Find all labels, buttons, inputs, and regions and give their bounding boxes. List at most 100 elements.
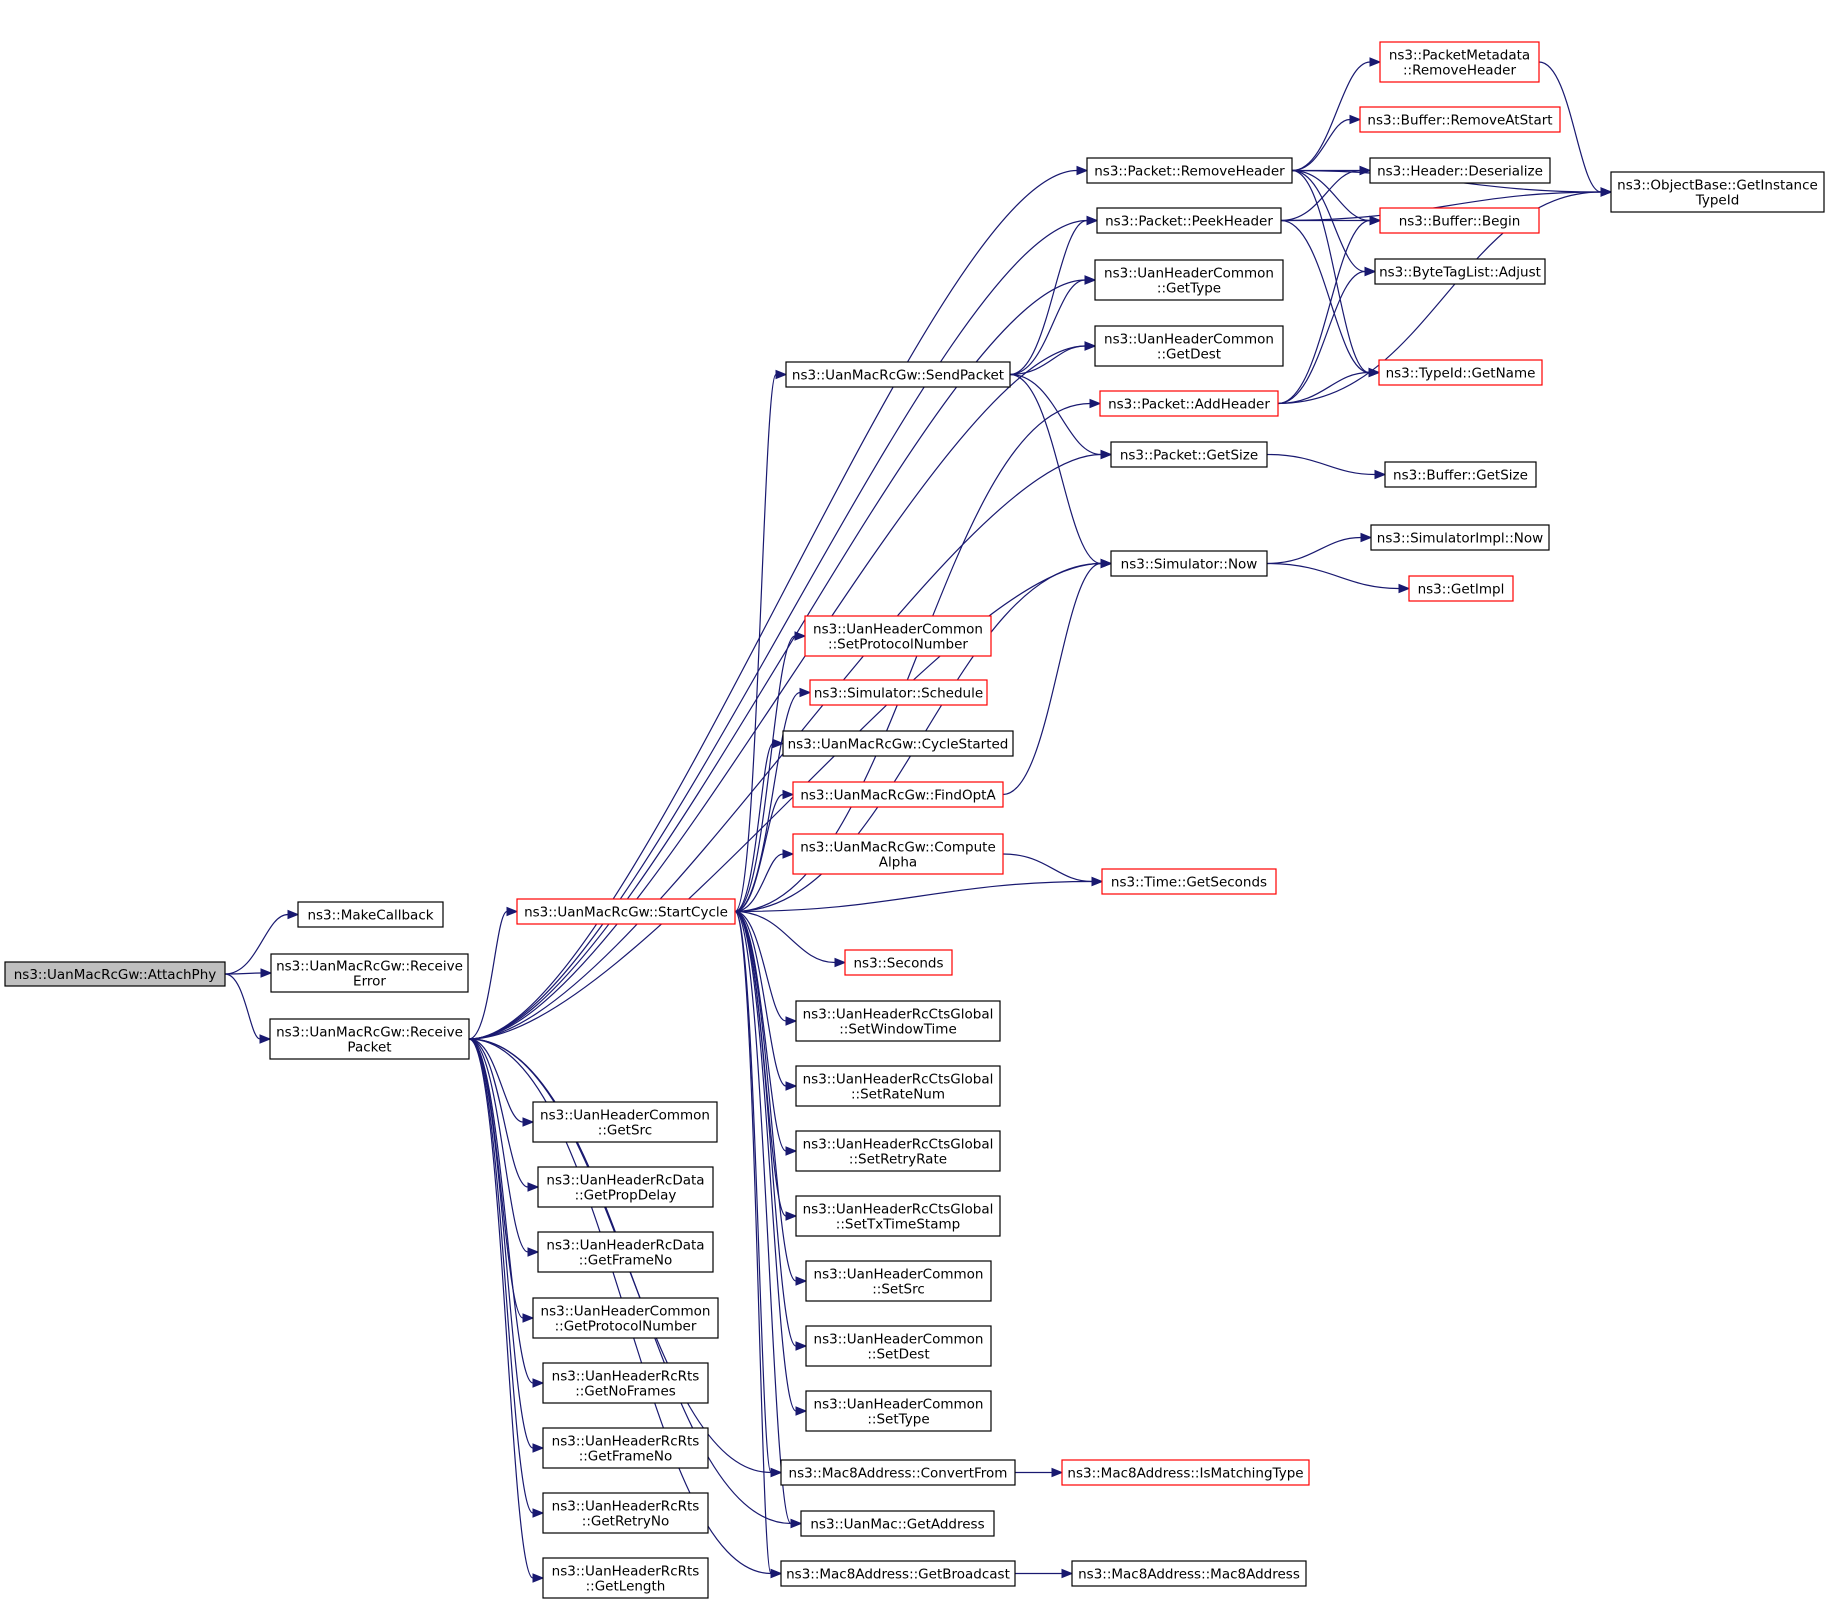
node-simimplnow[interactable]: ns3::SimulatorImpl::Now [1370, 524, 1550, 551]
edge-addheader-to-btladjust [1277, 266, 1377, 405]
node-label: ::SetTxTimeStamp [836, 1217, 960, 1233]
node-btladjust[interactable]: ns3::ByteTagList::Adjust [1374, 258, 1546, 285]
node-box [804, 615, 992, 657]
edge-startcycle-to-computealpha [734, 849, 795, 913]
node-ctstx[interactable]: ns3::UanHeaderRcCtsGlobal::SetTxTimeStam… [795, 1195, 1001, 1237]
node-addheader[interactable]: ns3::Packet::AddHeader [1099, 390, 1279, 417]
node-simnow[interactable]: ns3::Simulator::Now [1110, 550, 1268, 577]
edge-line [734, 910, 787, 1022]
node-bufgetsize[interactable]: ns3::Buffer::GetSize [1384, 461, 1537, 488]
node-box [1071, 1560, 1307, 1587]
node-label: ns3::Buffer::Begin [1399, 214, 1521, 230]
node-label: ns3::Header::Deserialize [1377, 164, 1543, 180]
node-convertfrom[interactable]: ns3::Mac8Address::ConvertFrom [780, 1459, 1016, 1486]
arrowhead [785, 1016, 798, 1026]
node-rdframe[interactable]: ns3::UanHeaderRcData::GetFrameNo [537, 1231, 714, 1273]
node-rtsnoframes[interactable]: ns3::UanHeaderRcRts::GetNoFrames [542, 1362, 709, 1404]
node-removeheader[interactable]: ns3::Packet::RemoveHeader [1086, 157, 1293, 184]
node-hcgettype[interactable]: ns3::UanHeaderCommon::GetType [1094, 259, 1284, 301]
node-label: ns3::Time::GetSeconds [1111, 875, 1267, 891]
node-label: ns3::UanMacRcGw::StartCycle [524, 905, 728, 921]
edge-line [468, 345, 1086, 1040]
edge-startcycle-to-ctswindow [734, 910, 798, 1026]
node-label: ns3::UanHeaderCommon [813, 622, 983, 638]
call-nodes: ns3::UanMacRcGw::AttachPhy ns3::MakeCallb… [4, 41, 1825, 1599]
edge-removeheader-to-bufremove [1291, 114, 1362, 172]
node-findopta[interactable]: ns3::UanMacRcGw::FindOptA [792, 781, 1004, 808]
node-ctswindow[interactable]: ns3::UanHeaderRcCtsGlobal::SetWindowTime [795, 1000, 1001, 1042]
node-hcsetsrc[interactable]: ns3::UanHeaderCommon::SetSrc [805, 1260, 992, 1302]
node-label: ::SetSrc [872, 1282, 925, 1298]
node-mac8ctor[interactable]: ns3::Mac8Address::Mac8Address [1071, 1560, 1307, 1587]
node-sendpkt[interactable]: ns3::UanMacRcGw::SendPacket [785, 361, 1011, 388]
node-box [1359, 106, 1561, 133]
arrowhead [522, 1313, 535, 1323]
node-hcgetsrc[interactable]: ns3::UanHeaderCommon::GetSrc [532, 1101, 718, 1143]
edge-line [1009, 373, 1102, 456]
edge-recvpkt-to-startcycle [468, 906, 519, 1040]
node-ctsretry[interactable]: ns3::UanHeaderRcCtsGlobal::SetRetryRate [795, 1130, 1001, 1172]
edge-line [1291, 169, 1371, 222]
node-peekheader[interactable]: ns3::Packet::PeekHeader [1096, 207, 1282, 234]
node-startcycle[interactable]: ns3::UanMacRcGw::StartCycle [516, 898, 736, 925]
arrowhead [527, 1247, 540, 1257]
node-box [800, 1510, 995, 1537]
node-schedule[interactable]: ns3::Simulator::Schedule [809, 679, 988, 706]
arrowhead [532, 1443, 545, 1453]
arrowhead [782, 789, 795, 800]
arrowhead [1076, 165, 1089, 176]
edge-line [1277, 219, 1371, 405]
edge-line [734, 742, 774, 913]
edge-line [1266, 562, 1400, 590]
edge-startcycle-to-getbroadcast [734, 910, 783, 1579]
arrowhead [1100, 449, 1113, 460]
edge-removeheader-to-pmremove [1291, 57, 1382, 172]
edge-line [734, 910, 772, 1575]
node-label: ns3::UanMacRcGw::Receive [276, 959, 463, 975]
node-label: ns3::UanHeaderCommon [541, 1304, 711, 1320]
node-makecb[interactable]: ns3::MakeCallback [297, 901, 444, 928]
node-seconds[interactable]: ns3::Seconds [844, 949, 953, 976]
node-hcsetdest[interactable]: ns3::UanHeaderCommon::SetDest [805, 1325, 992, 1367]
edge-attach-to-recverr [224, 968, 273, 978]
node-uanmacaddr[interactable]: ns3::UanMac::GetAddress [800, 1510, 995, 1537]
node-typeidname[interactable]: ns3::TypeId::GetName [1378, 359, 1543, 386]
node-attach[interactable]: ns3::UanMacRcGw::AttachPhy [4, 961, 226, 987]
node-getimpl[interactable]: ns3::GetImpl [1408, 575, 1514, 602]
node-cyclestarted[interactable]: ns3::UanMacRcGw::CycleStarted [782, 730, 1014, 757]
node-ismatching[interactable]: ns3::Mac8Address::IsMatchingType [1061, 1459, 1310, 1486]
edge-sendpkt-to-pktgetsize [1009, 373, 1113, 460]
node-bufremove[interactable]: ns3::Buffer::RemoveAtStart [1359, 106, 1561, 133]
node-ctsrate[interactable]: ns3::UanHeaderRcCtsGlobal::SetRateNum [795, 1065, 1001, 1107]
edge-line [1291, 61, 1371, 172]
arrowhead [1051, 1467, 1064, 1478]
node-pmremove[interactable]: ns3::PacketMetadata::RemoveHeader [1379, 41, 1540, 83]
node-hcsettype[interactable]: ns3::UanHeaderCommon::SetType [805, 1390, 992, 1432]
node-rtslen[interactable]: ns3::UanHeaderRcRts::GetLength [542, 1557, 709, 1599]
edge-line [734, 910, 787, 1217]
edge-line [1266, 536, 1362, 565]
node-rtsframe[interactable]: ns3::UanHeaderRcRts::GetFrameNo [542, 1427, 709, 1469]
node-setproto[interactable]: ns3::UanHeaderCommon::SetProtocolNumber [804, 615, 992, 657]
node-hdrdeser[interactable]: ns3::Header::Deserialize [1369, 157, 1551, 184]
node-hcproto[interactable]: ns3::UanHeaderCommon::GetProtocolNumber [532, 1297, 719, 1339]
node-rtsretry[interactable]: ns3::UanHeaderRcRts::GetRetryNo [542, 1492, 709, 1534]
node-getbroadcast[interactable]: ns3::Mac8Address::GetBroadcast [780, 1560, 1016, 1587]
node-label: ns3::PacketMetadata [1389, 48, 1530, 64]
node-label: ::SetDest [867, 1347, 929, 1363]
node-hcgetdest[interactable]: ns3::UanHeaderCommon::GetDest [1094, 325, 1284, 367]
edge-findopta-to-simnow [1002, 558, 1113, 796]
node-rdprop[interactable]: ns3::UanHeaderRcData::GetPropDelay [537, 1166, 714, 1208]
arrowhead [799, 687, 812, 698]
edge-line [734, 793, 784, 913]
node-timegetsec[interactable]: ns3::Time::GetSeconds [1101, 868, 1277, 895]
node-label: ns3::UanHeaderRcData [546, 1238, 704, 1254]
edge-startcycle-to-convertfrom [734, 910, 783, 1478]
node-label: ns3::Packet::RemoveHeader [1094, 164, 1285, 180]
node-bufbegin[interactable]: ns3::Buffer::Begin [1379, 207, 1540, 234]
node-pktgetsize[interactable]: ns3::Packet::GetSize [1110, 441, 1268, 468]
